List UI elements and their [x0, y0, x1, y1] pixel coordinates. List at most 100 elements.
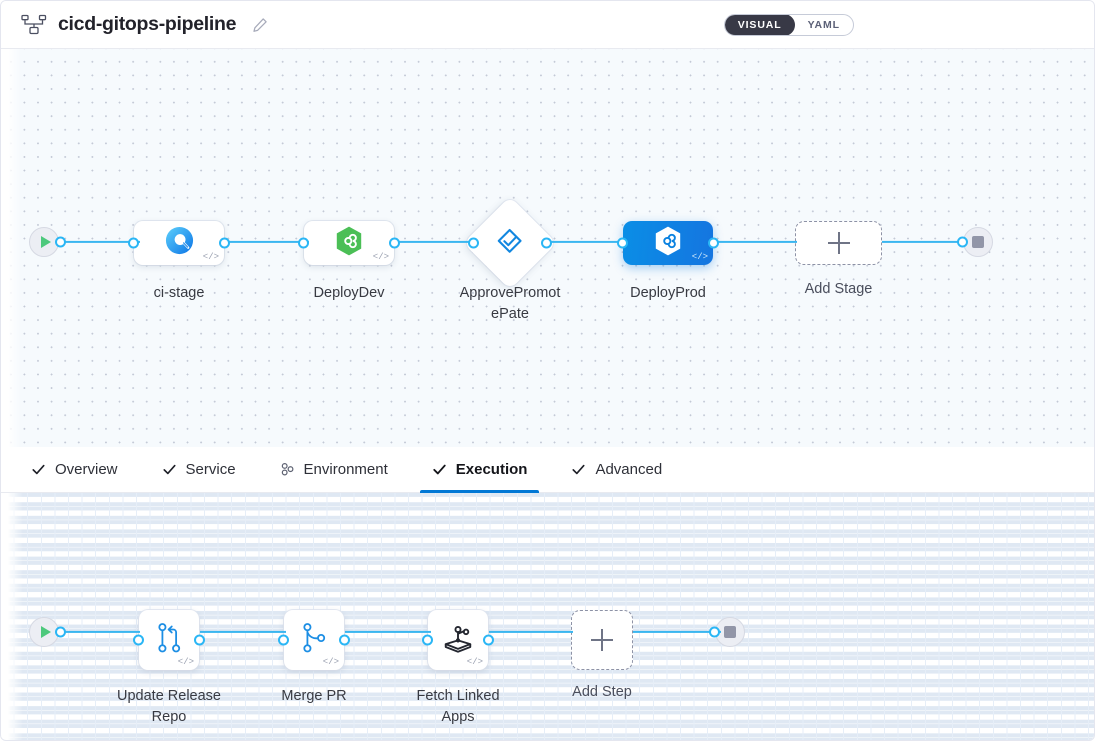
- stage-label-ci-stage: ci-stage: [153, 285, 205, 301]
- step-node-fetch-linked-apps[interactable]: </> Fetch Linked Apps: [416, 610, 500, 725]
- stage-output-port[interactable]: [219, 237, 230, 249]
- step-box-merge-pr[interactable]: </>: [284, 610, 344, 670]
- add-stage-node[interactable]: Add Stage: [795, 221, 882, 297]
- view-mode-yaml-button[interactable]: YAML: [807, 18, 840, 31]
- connector-start-to-update-release-repo: [60, 617, 140, 647]
- cd-hexagon-icon: [653, 225, 683, 262]
- step-input-port[interactable]: [422, 634, 433, 646]
- execution-start-node[interactable]: [29, 617, 66, 647]
- connector-ci-stage-to-deploydev: [229, 227, 309, 257]
- step-code-badge: </>: [177, 657, 194, 667]
- tab-label: Service: [185, 461, 236, 478]
- step-input-port[interactable]: [133, 634, 144, 646]
- stage-input-port[interactable]: [468, 237, 479, 249]
- git-branch-icon: [154, 621, 185, 660]
- connector-merge-pr-to-fetch-linked-apps: [345, 617, 431, 647]
- start-node-port[interactable]: [55, 236, 66, 248]
- view-mode-toggle[interactable]: VISUAL YAML: [723, 13, 854, 36]
- connector-addstep-to-end: [633, 617, 721, 647]
- stage-output-port[interactable]: [389, 237, 400, 249]
- stage-config-tabs[interactable]: Overview Service Environment Execution: [1, 447, 1094, 493]
- step-output-port[interactable]: [339, 634, 350, 646]
- step-box-update-release-repo[interactable]: </>: [139, 610, 199, 670]
- stage-label-deployprod: DeployProd: [630, 285, 706, 301]
- tab-overview[interactable]: Overview: [23, 447, 140, 493]
- stage-code-badge: </>: [372, 252, 389, 262]
- pipeline-start-node[interactable]: [29, 227, 66, 257]
- plus-icon: [591, 629, 613, 651]
- approval-check-icon: [495, 226, 525, 261]
- connector-approval-to-deployprod: [548, 227, 625, 257]
- stage-label-deploydev: DeployDev: [313, 285, 385, 301]
- step-input-port[interactable]: [278, 634, 289, 646]
- step-node-merge-pr[interactable]: </> Merge PR: [278, 610, 350, 704]
- connector-addstage-to-end: [882, 227, 964, 257]
- infra-icon: [281, 462, 293, 476]
- stage-input-port[interactable]: [617, 237, 628, 249]
- check-icon: [32, 464, 45, 475]
- connector-deploydev-to-approval: [399, 227, 477, 257]
- stage-graph-canvas[interactable]: </> ci-stage </> DeployDev: [1, 49, 1094, 447]
- tab-environment[interactable]: Environment: [258, 447, 410, 493]
- stage-input-port[interactable]: [298, 237, 309, 249]
- stage-input-port[interactable]: [128, 237, 139, 249]
- stage-box-deploydev[interactable]: </>: [304, 221, 394, 265]
- connector-fetch-linked-apps-to-addstep: [489, 617, 573, 647]
- stage-node-deployprod[interactable]: </> DeployProd: [617, 221, 719, 301]
- play-icon: [40, 626, 51, 638]
- step-output-port[interactable]: [483, 634, 494, 646]
- connector-start-to-ci-stage: [60, 227, 140, 257]
- tab-label: Environment: [303, 461, 388, 478]
- stage-label-approvepromoteprod: ApprovePromot ePate: [459, 285, 561, 322]
- plus-icon: [827, 232, 850, 254]
- step-code-badge: </>: [466, 657, 483, 667]
- git-merge-icon: [299, 621, 330, 660]
- start-node-port[interactable]: [55, 626, 66, 638]
- page-header: cicd-gitops-pipeline VISUAL YAML: [1, 1, 1094, 49]
- start-node-circle[interactable]: [29, 617, 59, 647]
- stage-output-port[interactable]: [541, 237, 552, 249]
- pipeline-nodes-icon: [21, 14, 47, 36]
- step-code-badge: </>: [322, 657, 339, 667]
- connector-deployprod-to-addstage: [718, 227, 797, 257]
- pencil-edit-icon[interactable]: [247, 17, 268, 33]
- header-right-group: VISUAL YAML: [723, 13, 1094, 36]
- add-step-node[interactable]: Add Step: [571, 610, 633, 700]
- stage-code-badge: </>: [202, 252, 219, 262]
- step-node-update-release-repo[interactable]: </> Update Release Repo: [117, 610, 221, 725]
- add-stage-button[interactable]: [795, 221, 882, 265]
- step-label-merge-pr: Merge PR: [281, 688, 347, 704]
- tab-advanced[interactable]: Advanced: [549, 447, 684, 493]
- stage-node-approvepromoteprod[interactable]: ApprovePromot ePate: [460, 196, 560, 322]
- check-icon: [572, 464, 585, 475]
- step-box-fetch-linked-apps[interactable]: </>: [428, 610, 488, 670]
- step-output-port[interactable]: [194, 634, 205, 646]
- execution-steps-canvas[interactable]: </> Update Release Repo: [1, 493, 1094, 740]
- tab-execution[interactable]: Execution: [410, 447, 550, 493]
- tab-service[interactable]: Service: [140, 447, 258, 493]
- end-node-port[interactable]: [709, 626, 720, 638]
- add-step-label: Add Step: [572, 684, 632, 700]
- pipeline-end-node[interactable]: [957, 227, 993, 257]
- check-icon: [162, 464, 176, 475]
- stage-node-ci-stage[interactable]: </> ci-stage: [128, 221, 230, 301]
- connector-update-release-repo-to-merge-pr: [200, 617, 286, 647]
- stage-box-ci-stage[interactable]: </>: [134, 221, 224, 265]
- tab-label: Advanced: [595, 461, 663, 478]
- view-mode-visual-button[interactable]: VISUAL: [724, 14, 795, 35]
- ci-build-icon: [164, 225, 195, 261]
- fetch-apps-icon: [441, 621, 475, 660]
- execution-end-node[interactable]: [709, 617, 745, 647]
- step-label-update-release-repo: Update Release Repo: [117, 688, 221, 725]
- tab-label: Overview: [55, 461, 118, 478]
- stage-output-port[interactable]: [708, 237, 719, 249]
- cd-hexagon-icon: [334, 225, 364, 262]
- add-step-button[interactable]: [571, 610, 633, 670]
- stop-square-icon: [724, 626, 736, 638]
- stage-box-deployprod[interactable]: </>: [623, 221, 713, 265]
- stage-node-deploydev[interactable]: </> DeployDev: [298, 221, 400, 301]
- start-node-circle[interactable]: [29, 227, 59, 257]
- stage-diamond-approvepromoteprod[interactable]: [463, 196, 557, 290]
- end-node-port[interactable]: [957, 236, 968, 248]
